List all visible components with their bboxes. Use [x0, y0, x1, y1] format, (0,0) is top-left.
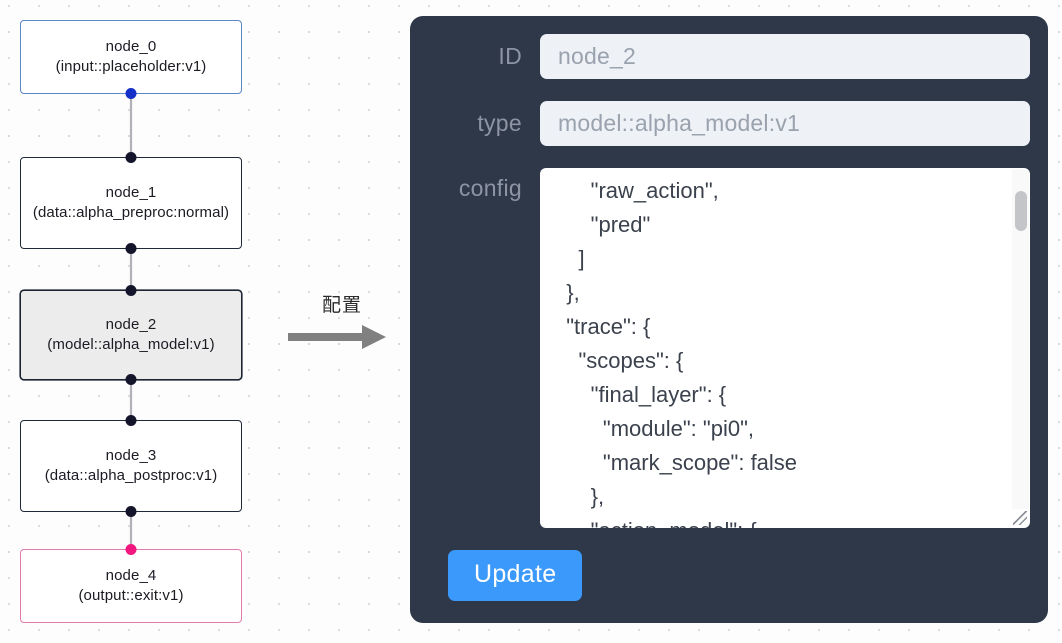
arrow-right-icon — [288, 324, 386, 349]
handle-target-node_2[interactable] — [125, 285, 137, 296]
resize-grip-icon[interactable] — [1011, 509, 1029, 527]
handle-target-node_1[interactable] — [125, 152, 137, 163]
annotation-configure: 配置 — [288, 295, 396, 350]
node-subtitle-node_2: (model::alpha_model:v1) — [47, 336, 215, 353]
node-label-node_3: node_3 (data::alpha_postproc:v1) — [29, 446, 233, 486]
flow-node-node_0[interactable]: node_0 (input::placeholder:v1) — [20, 20, 242, 99]
type-input[interactable] — [540, 101, 1030, 146]
node-label-node_2: node_2 (model::alpha_model:v1) — [29, 315, 233, 355]
node-label-node_0: node_0 (input::placeholder:v1) — [29, 37, 233, 77]
config-scrollbar[interactable] — [1012, 169, 1029, 527]
handle-source-node_3[interactable] — [125, 506, 137, 517]
node-subtitle-node_3: (data::alpha_postproc:v1) — [44, 467, 218, 484]
field-row-config: config "raw_action", "pred" ] }, "trace"… — [428, 168, 1030, 528]
node-title-node_2: node_2 — [105, 316, 157, 334]
handle-source-node_2[interactable] — [125, 374, 137, 385]
node-subtitle-node_0: (input::placeholder:v1) — [55, 58, 207, 75]
field-row-id: ID — [428, 34, 1030, 79]
flow-node-node_3[interactable]: node_3 (data::alpha_postproc:v1) — [20, 415, 242, 517]
config-editor: "raw_action", "pred" ] }, "trace": { "sc… — [540, 168, 1030, 528]
flow-node-node_1[interactable]: node_1 (data::alpha_preproc:normal) — [20, 152, 242, 254]
node-title-node_1: node_1 — [105, 184, 157, 202]
update-button[interactable]: Update — [448, 550, 583, 601]
handle-target-node_3[interactable] — [125, 415, 137, 426]
node-title-node_3: node_3 — [105, 447, 157, 465]
inspector-actions: Update — [428, 550, 1030, 601]
inspector-panel: ID type config "raw_action", "pred" ] },… — [410, 16, 1048, 623]
node-subtitle-node_1: (data::alpha_preproc:normal) — [32, 204, 230, 221]
annotation-label: 配置 — [321, 294, 362, 316]
flow-node-node_2[interactable]: node_2 (model::alpha_model:v1) — [20, 285, 242, 385]
config-textarea[interactable]: "raw_action", "pred" ] }, "trace": { "sc… — [540, 168, 1030, 528]
field-label-id: ID — [498, 43, 522, 69]
handle-target-node_4[interactable] — [125, 544, 137, 555]
node-subtitle-node_4: (output::exit:v1) — [78, 587, 184, 604]
node-title-node_4: node_4 — [105, 567, 157, 585]
id-input[interactable] — [540, 34, 1030, 79]
node-title-node_0: node_0 — [105, 38, 157, 56]
flow-node-node_4[interactable]: node_4 (output::exit:v1) — [20, 544, 242, 623]
handle-source-node_0[interactable] — [125, 88, 137, 99]
field-label-config: config — [458, 175, 522, 201]
field-row-type: type — [428, 101, 1030, 146]
field-label-type: type — [477, 110, 522, 136]
node-label-node_4: node_4 (output::exit:v1) — [29, 566, 233, 606]
node-label-node_1: node_1 (data::alpha_preproc:normal) — [29, 183, 233, 223]
config-scrollbar-thumb[interactable] — [1015, 191, 1027, 231]
handle-source-node_1[interactable] — [125, 243, 137, 254]
